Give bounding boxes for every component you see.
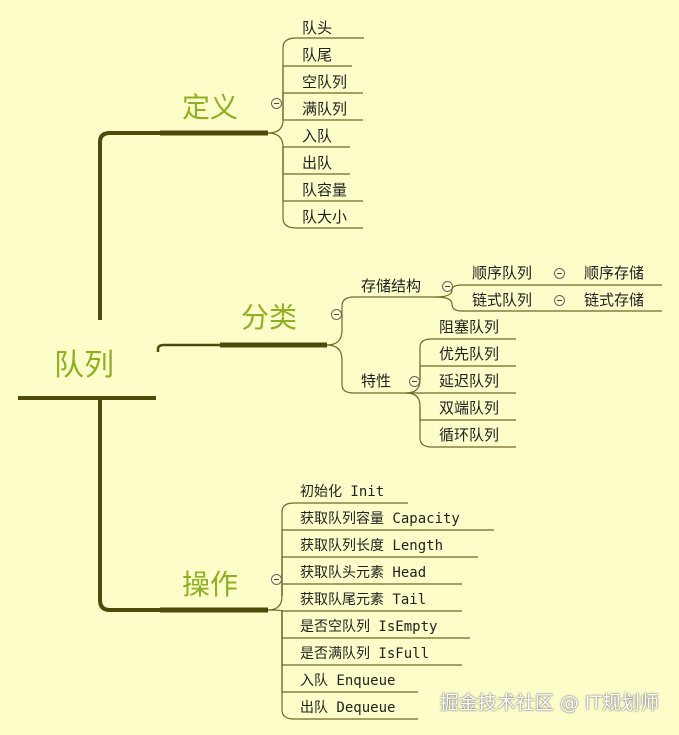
leaf-operation[interactable]: 是否满队列 IsFull	[300, 646, 430, 662]
leaf-feature[interactable]: 循环队列	[439, 426, 500, 444]
leaf-definition[interactable]: 空队列	[302, 73, 348, 91]
leaf-definition[interactable]: 入队	[302, 127, 333, 145]
leaf-definition[interactable]: 队容量	[302, 181, 348, 199]
collapse-toggle-icon[interactable]	[409, 376, 420, 387]
leaf-operation[interactable]: 入队 Enqueue	[300, 673, 396, 689]
leaf-linked-storage[interactable]: 链式存储	[584, 291, 645, 309]
leaf-operation[interactable]: 获取队列容量 Capacity	[300, 511, 460, 527]
leaf-definition[interactable]: 出队	[302, 154, 333, 172]
leaf-feature[interactable]: 延迟队列	[439, 372, 500, 390]
leaf-feature[interactable]: 阻塞队列	[439, 318, 500, 336]
leaf-sequential-storage[interactable]: 顺序存储	[584, 264, 645, 282]
leaf-operation[interactable]: 获取队尾元素 Tail	[300, 592, 427, 608]
watermark: 掘金技术社区 @ IT规划师	[439, 692, 659, 714]
leaf-operation[interactable]: 初始化 Init	[300, 484, 385, 500]
branch-operations[interactable]: 操作	[182, 568, 239, 601]
leaf-definition[interactable]: 队头	[302, 19, 333, 37]
node-sequential-queue[interactable]: 顺序队列	[472, 264, 533, 282]
collapse-toggle-icon[interactable]	[271, 574, 282, 585]
collapse-toggle-icon[interactable]	[442, 281, 453, 292]
collapse-toggle-icon[interactable]	[271, 98, 282, 109]
leaf-operation[interactable]: 获取队头元素 Head	[300, 565, 427, 581]
branch-definition[interactable]: 定义	[182, 91, 239, 124]
leaf-feature[interactable]: 双端队列	[439, 399, 500, 417]
collapse-toggle-icon[interactable]	[554, 268, 565, 279]
leaf-definition[interactable]: 满队列	[302, 100, 348, 118]
root-topic-queue[interactable]: 队列	[54, 348, 114, 383]
branch-classification[interactable]: 分类	[241, 301, 298, 334]
leaf-feature[interactable]: 优先队列	[439, 345, 500, 363]
node-storage-structure[interactable]: 存储结构	[361, 277, 422, 295]
collapse-toggle-icon[interactable]	[554, 295, 565, 306]
leaf-operation[interactable]: 是否空队列 IsEmpty	[300, 619, 438, 635]
leaf-definition[interactable]: 队尾	[302, 46, 333, 64]
leaf-definition[interactable]: 队大小	[302, 208, 348, 226]
leaf-operation[interactable]: 获取队列长度 Length	[300, 538, 444, 554]
collapse-toggle-icon[interactable]	[331, 309, 342, 320]
leaf-operation[interactable]: 出队 Dequeue	[300, 700, 396, 716]
node-features[interactable]: 特性	[361, 372, 392, 390]
node-linked-queue[interactable]: 链式队列	[472, 291, 533, 309]
